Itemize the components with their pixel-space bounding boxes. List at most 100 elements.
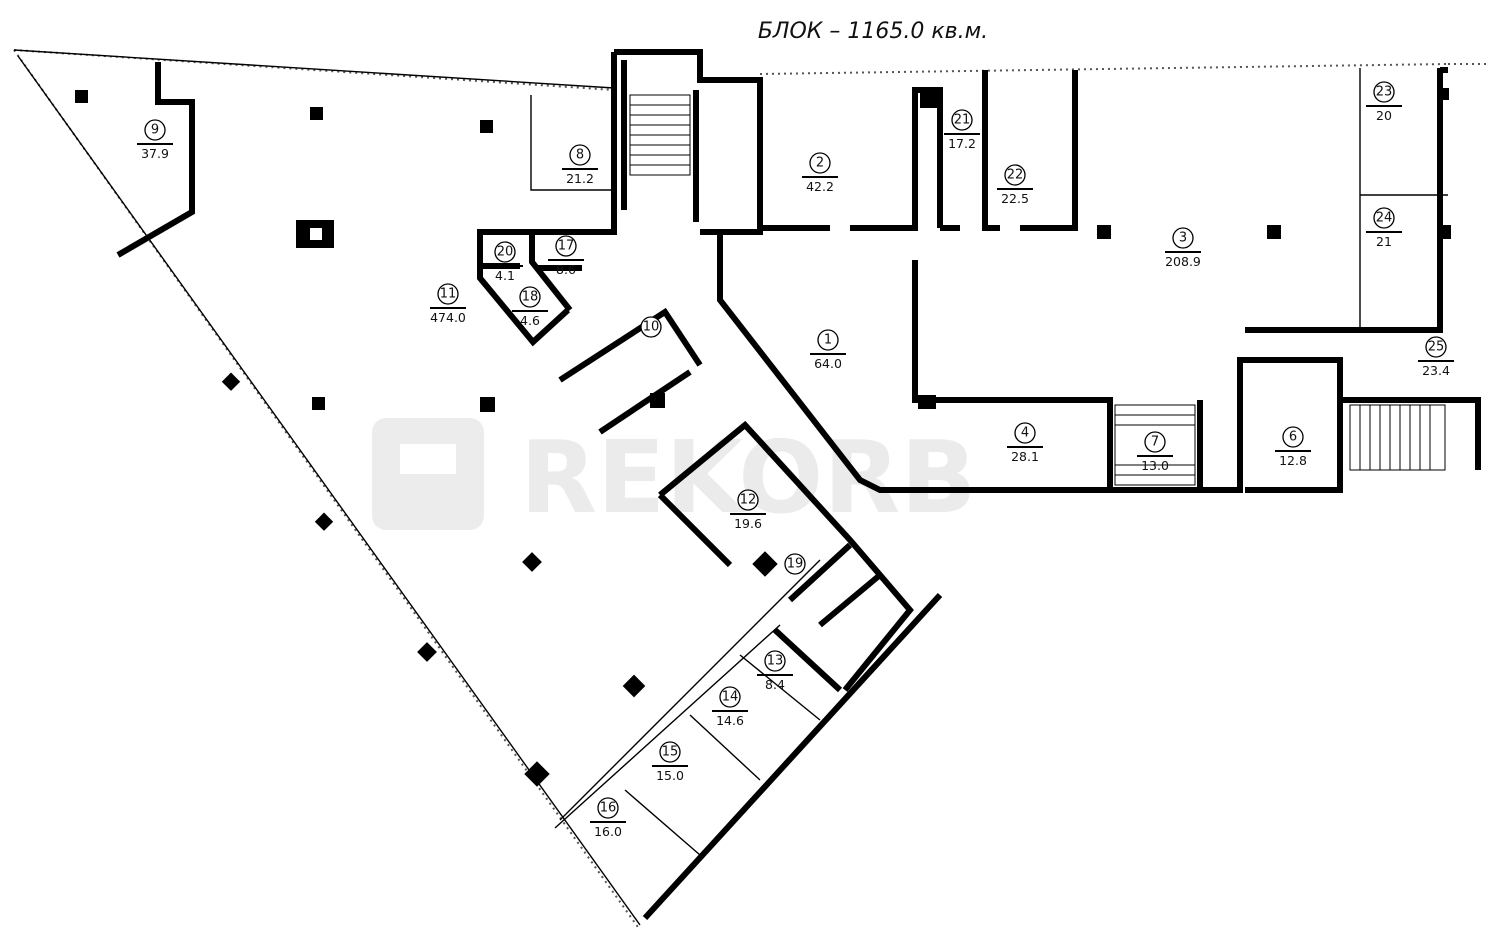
room-number: 9	[151, 123, 159, 138]
room-number: 11	[440, 287, 457, 302]
room-area: 12.8	[1279, 453, 1307, 468]
room-number-circle	[569, 144, 591, 166]
stair-core-north	[629, 94, 691, 176]
stair-core-east	[1349, 404, 1446, 471]
room-number-circle	[784, 553, 806, 575]
walls	[116, 49, 1481, 921]
room-label-17: 178.6	[548, 235, 584, 277]
room-number: 13	[767, 654, 784, 669]
room-area: 8.4	[765, 677, 785, 692]
room-number-circle	[1004, 164, 1026, 186]
room-area: 42.2	[806, 179, 834, 194]
structural-columns	[75, 88, 1451, 787]
room-number-circle	[519, 286, 541, 308]
stair-room-7	[1114, 404, 1196, 486]
room-number-circle	[951, 109, 973, 131]
room-area: 20	[1376, 108, 1392, 123]
room-label-14: 14 14.6	[712, 686, 748, 728]
room-area: 19.6	[734, 516, 762, 531]
room-number: 14	[722, 690, 739, 705]
room-area: 17.2	[948, 136, 976, 151]
room-number: 7	[1151, 435, 1159, 450]
room-label-20: 204.1	[487, 241, 523, 283]
room-label-24: 24 21	[1366, 207, 1402, 249]
room-label-21: 21 17.2	[944, 109, 980, 151]
room-label-16: 16 16.0	[590, 797, 626, 839]
room-number-circle	[1172, 227, 1194, 249]
room-number-circle	[719, 686, 741, 708]
room-number: 18	[522, 290, 539, 305]
room-label-2: 242.2	[802, 152, 838, 194]
room-label-8: 821.2	[562, 144, 598, 186]
room-label-11: 11 474.0	[430, 283, 466, 325]
room-label-23: 23 20	[1366, 81, 1402, 123]
room-area: 4.6	[520, 313, 540, 328]
room-area: 22.5	[1001, 191, 1029, 206]
room-area: 37.9	[141, 146, 169, 161]
room-number: 16	[600, 801, 617, 816]
room-number: 3	[1179, 231, 1187, 246]
room-number-circle	[640, 316, 662, 338]
room-label-19: 19	[784, 553, 806, 575]
room-number: 15	[662, 745, 679, 760]
room-area: 13.0	[1141, 458, 1169, 473]
room-number-circle	[437, 283, 459, 305]
room-number-circle	[1014, 422, 1036, 444]
room-number-circle	[737, 489, 759, 511]
room-area: 21.2	[566, 171, 594, 186]
room-number-circle	[1373, 207, 1395, 229]
room-number: 20	[497, 245, 514, 260]
room-area: 64.0	[814, 356, 842, 371]
room-number-circle	[659, 741, 681, 763]
room-number: 23	[1376, 85, 1393, 100]
room-number: 8	[576, 148, 584, 163]
room-number-circle	[817, 329, 839, 351]
room-number-circle	[809, 152, 831, 174]
room-label-22: 22 22.5	[997, 164, 1033, 206]
room-number: 21	[954, 113, 971, 128]
room-number-circle	[555, 235, 577, 257]
plan-title: БЛОК – 1165.0 кв.м.	[758, 19, 988, 44]
room-area: 474.0	[430, 310, 466, 325]
room-label-7: 713.0	[1137, 431, 1173, 473]
room-area: 28.1	[1011, 449, 1039, 464]
room-number: 2	[816, 156, 824, 171]
room-number-circle	[144, 119, 166, 141]
room-number-circle	[1425, 336, 1447, 358]
room-label-9: 937.9	[137, 119, 173, 161]
room-label-13: 138.4	[757, 650, 793, 692]
watermark: REKORB	[372, 418, 977, 536]
room-number-circle	[764, 650, 786, 672]
room-label-1: 164.0	[810, 329, 846, 371]
room-area: 21	[1376, 234, 1392, 249]
room-number-circle	[1373, 81, 1395, 103]
room-number: 24	[1376, 211, 1393, 226]
room-number: 19	[787, 557, 804, 572]
room-area: 14.6	[716, 713, 744, 728]
room-number: 17	[558, 239, 575, 254]
room-number: 4	[1021, 426, 1029, 441]
room-label-3: 3 208.9	[1165, 227, 1201, 269]
room-labels: 164.0242.23208.9428.1612.8713.0821.2937.…	[137, 81, 1454, 839]
room-number-circle	[597, 797, 619, 819]
room-number: 22	[1007, 168, 1024, 183]
room-area: 16.0	[594, 824, 622, 839]
room-area: 8.6	[556, 262, 576, 277]
room-label-12: 12 19.6	[730, 489, 766, 531]
room-label-4: 428.1	[1007, 422, 1043, 464]
room-label-10: 10	[640, 316, 662, 338]
room-number-circle	[1282, 426, 1304, 448]
room-area: 4.1	[495, 268, 515, 283]
room-label-6: 612.8	[1275, 426, 1311, 468]
room-number: 1	[824, 333, 832, 348]
room-number-circle	[1144, 431, 1166, 453]
room-number: 12	[740, 493, 757, 508]
room-number: 25	[1428, 340, 1445, 355]
room-number: 10	[643, 320, 660, 335]
room-area: 208.9	[1165, 254, 1201, 269]
watermark-text: REKORB	[520, 419, 977, 536]
room-label-18: 184.6	[512, 286, 548, 328]
